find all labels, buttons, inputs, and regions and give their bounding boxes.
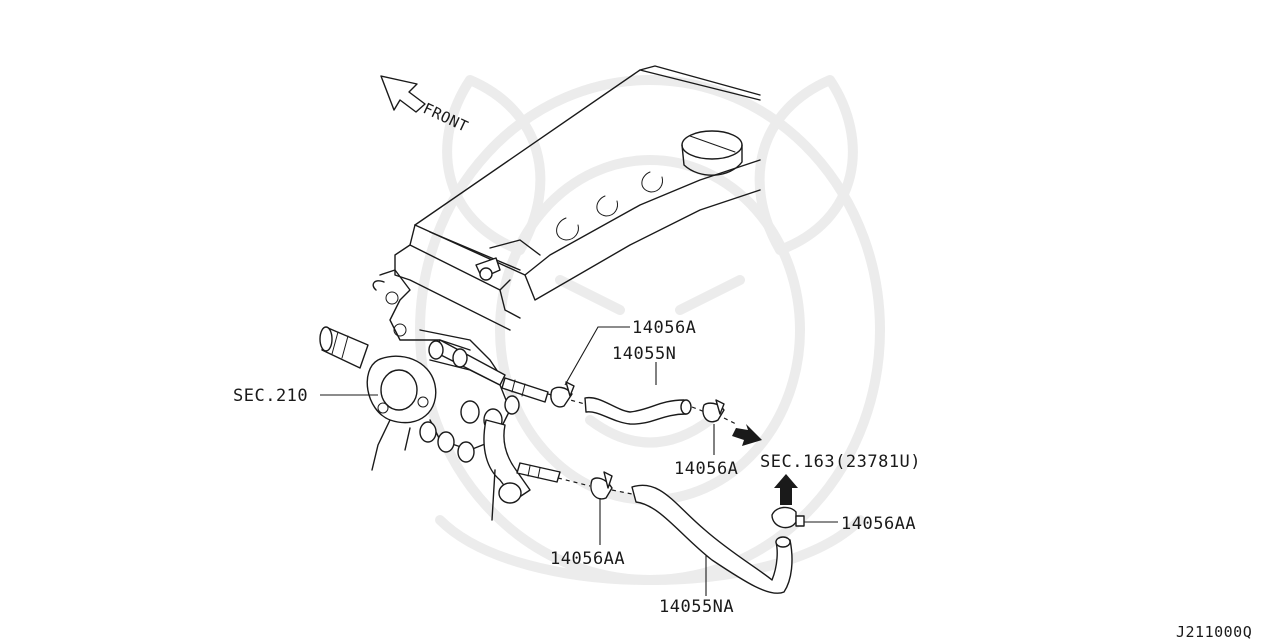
hose-14055NA (557, 471, 805, 594)
front-arrow-icon (380, 75, 426, 113)
water-outlet (319, 326, 561, 521)
label-14056A-top: 14056A (632, 318, 696, 338)
arrow-to-sec163-icon (732, 424, 762, 446)
label-14056AA-left: 14056AA (550, 549, 625, 569)
label-14055NA: 14055NA (659, 597, 734, 617)
label-sec-210: SEC.210 (233, 386, 308, 406)
rocker-cover (394, 65, 761, 331)
label-14056AA-right: 14056AA (841, 514, 916, 534)
hose-14055N (547, 381, 762, 446)
diagram-code: J211000Q (1176, 623, 1252, 639)
cylinder-head (372, 269, 501, 376)
arrow-up-icon (774, 474, 798, 505)
label-14055N: 14055N (612, 344, 676, 364)
label-sec-163: SEC.163(23781U) (760, 452, 921, 472)
label-14056A-bottom: 14056A (674, 459, 738, 479)
